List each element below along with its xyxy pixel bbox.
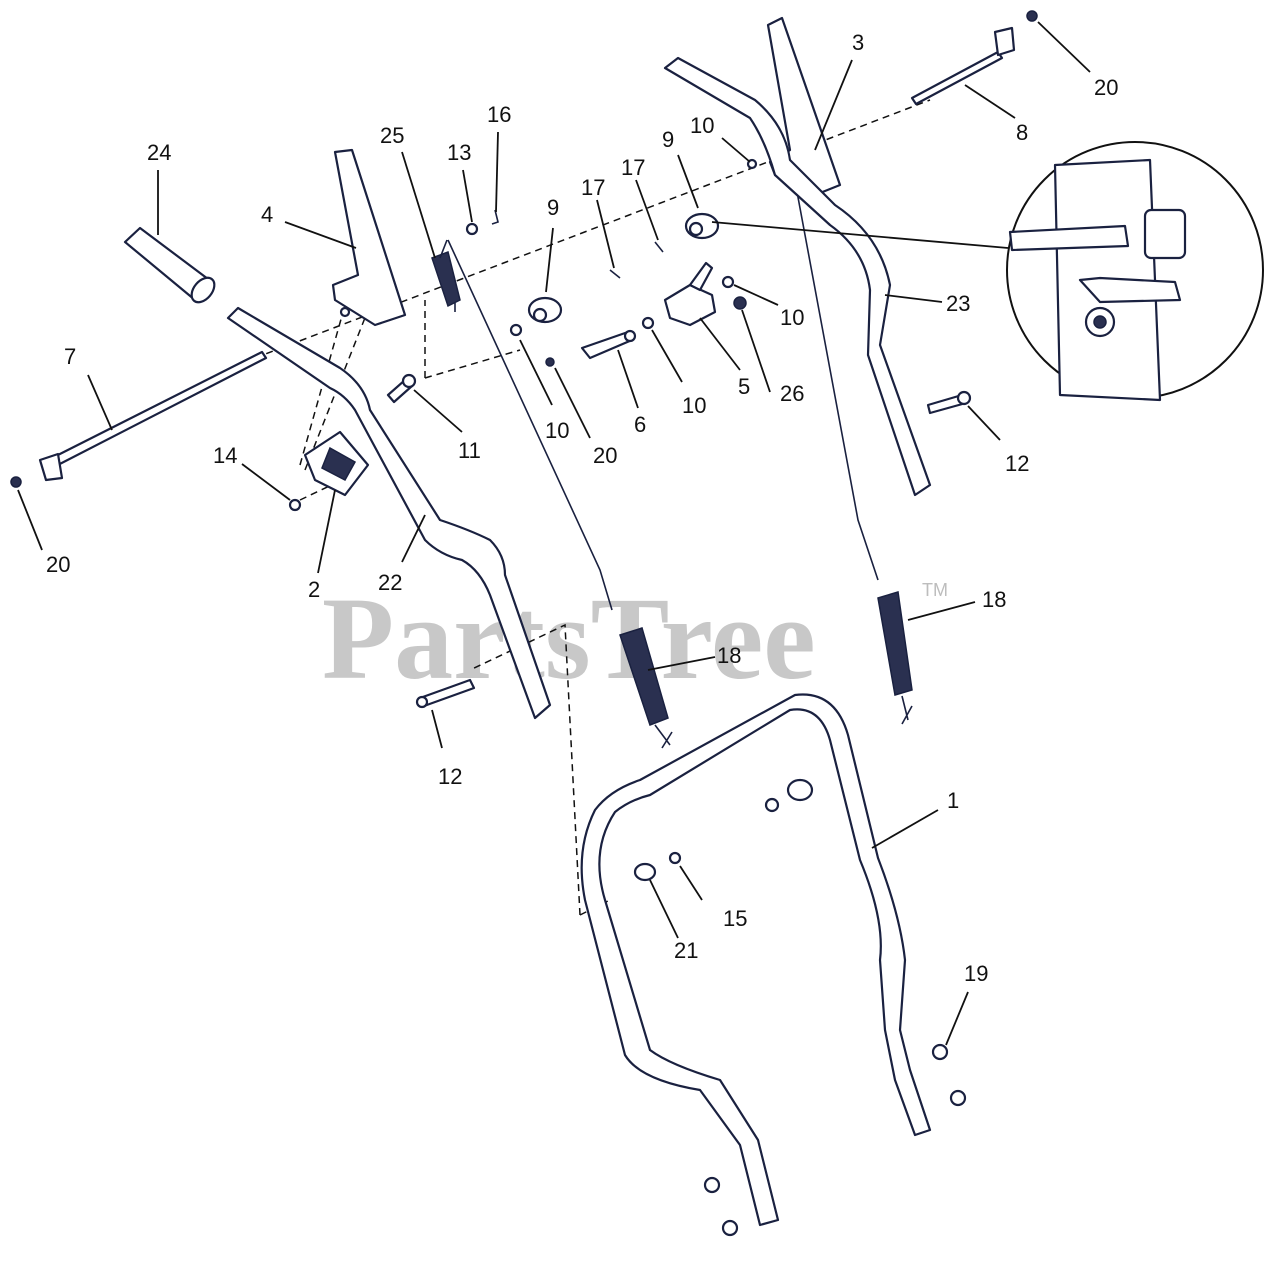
part-8-shaft-right — [910, 26, 1016, 106]
part-15-nut-upper — [764, 797, 780, 813]
callouts: 1 2 3 4 5 6 7 8 9 9 10 10 10 10 11 12 12… — [46, 30, 1118, 986]
callout-19: 19 — [964, 961, 988, 986]
callout-9a: 9 — [547, 195, 559, 220]
part-15-nut — [668, 851, 682, 865]
callout-20c: 20 — [593, 443, 617, 468]
part-right-cable — [791, 164, 913, 725]
callout-10c: 10 — [780, 305, 804, 330]
callout-12a: 12 — [438, 764, 462, 789]
part-19-bolt-d — [721, 1219, 739, 1237]
part-23-right-handle — [663, 56, 932, 497]
part-2-lock-bracket — [303, 430, 370, 497]
callout-8: 8 — [1016, 120, 1028, 145]
callout-12b: 12 — [1005, 451, 1029, 476]
callout-5: 5 — [738, 374, 750, 399]
part-17-clip-b — [654, 241, 664, 253]
callout-3: 3 — [852, 30, 864, 55]
callout-1: 1 — [947, 788, 959, 813]
part-26-spring-small — [733, 296, 747, 310]
part-12-pin-right — [926, 390, 972, 415]
part-21-knob-upper — [786, 778, 814, 802]
part-5-bracket — [663, 261, 717, 327]
part-left-cable — [447, 239, 673, 749]
callout-11: 11 — [458, 438, 481, 463]
callout-20b: 20 — [1094, 75, 1118, 100]
part-17-clip-a — [609, 269, 621, 279]
part-10-nut-a — [509, 323, 523, 337]
part-6-pin — [580, 329, 637, 360]
callout-6: 6 — [634, 412, 646, 437]
part-24-grip-tube — [123, 226, 216, 304]
part-19-bolt-a — [931, 1043, 949, 1061]
callout-23: 23 — [946, 291, 970, 316]
callout-20a: 20 — [46, 552, 70, 577]
part-12-pin-left — [415, 678, 476, 709]
part-16-clip — [491, 209, 499, 225]
part-21-knob — [633, 862, 657, 882]
part-9-bushing-b — [684, 212, 720, 240]
callout-4: 4 — [261, 202, 273, 227]
callout-2: 2 — [308, 577, 320, 602]
part-25-spring — [431, 239, 461, 312]
watermark-text: PartsTree — [322, 573, 816, 704]
callout-18b: 18 — [982, 587, 1006, 612]
part-20-bolt-left — [10, 476, 22, 488]
part-9-bushing-a — [527, 296, 563, 324]
callout-18a: 18 — [717, 643, 741, 668]
callout-16: 16 — [487, 102, 511, 127]
callout-14: 14 — [213, 443, 237, 468]
watermark-trademark: TM — [922, 580, 948, 600]
part-4-left-bracket — [331, 148, 407, 327]
callout-13: 13 — [447, 140, 471, 165]
leader-lines — [17, 21, 1091, 1046]
part-13-washer — [465, 222, 479, 236]
callout-22: 22 — [378, 570, 402, 595]
callout-9b: 9 — [662, 127, 674, 152]
callout-15: 15 — [723, 906, 747, 931]
part-1-lower-handle — [580, 693, 932, 1227]
part-7-shaft-left — [38, 350, 268, 482]
callout-10b: 10 — [682, 393, 706, 418]
part-19-bolt-c — [703, 1176, 721, 1194]
callout-26: 26 — [780, 381, 804, 406]
part-19-bolt-b — [949, 1089, 967, 1107]
part-10-nut-b — [641, 316, 655, 330]
part-14-bolt — [288, 498, 302, 512]
part-22-left-handle — [226, 306, 552, 720]
callout-21: 21 — [674, 938, 698, 963]
callout-10d: 10 — [690, 113, 714, 138]
callout-17a: 17 — [581, 175, 605, 200]
part-11-pin — [386, 373, 417, 404]
callout-7: 7 — [64, 344, 76, 369]
callout-10a: 10 — [545, 418, 569, 443]
callout-17b: 17 — [621, 155, 645, 180]
detail-inset — [711, 141, 1264, 402]
part-10-nut-c — [721, 275, 735, 289]
callout-25: 25 — [380, 123, 404, 148]
part-20-bolt-right — [1026, 10, 1038, 22]
callout-24: 24 — [147, 140, 171, 165]
part-20-bolt-center — [545, 357, 555, 367]
